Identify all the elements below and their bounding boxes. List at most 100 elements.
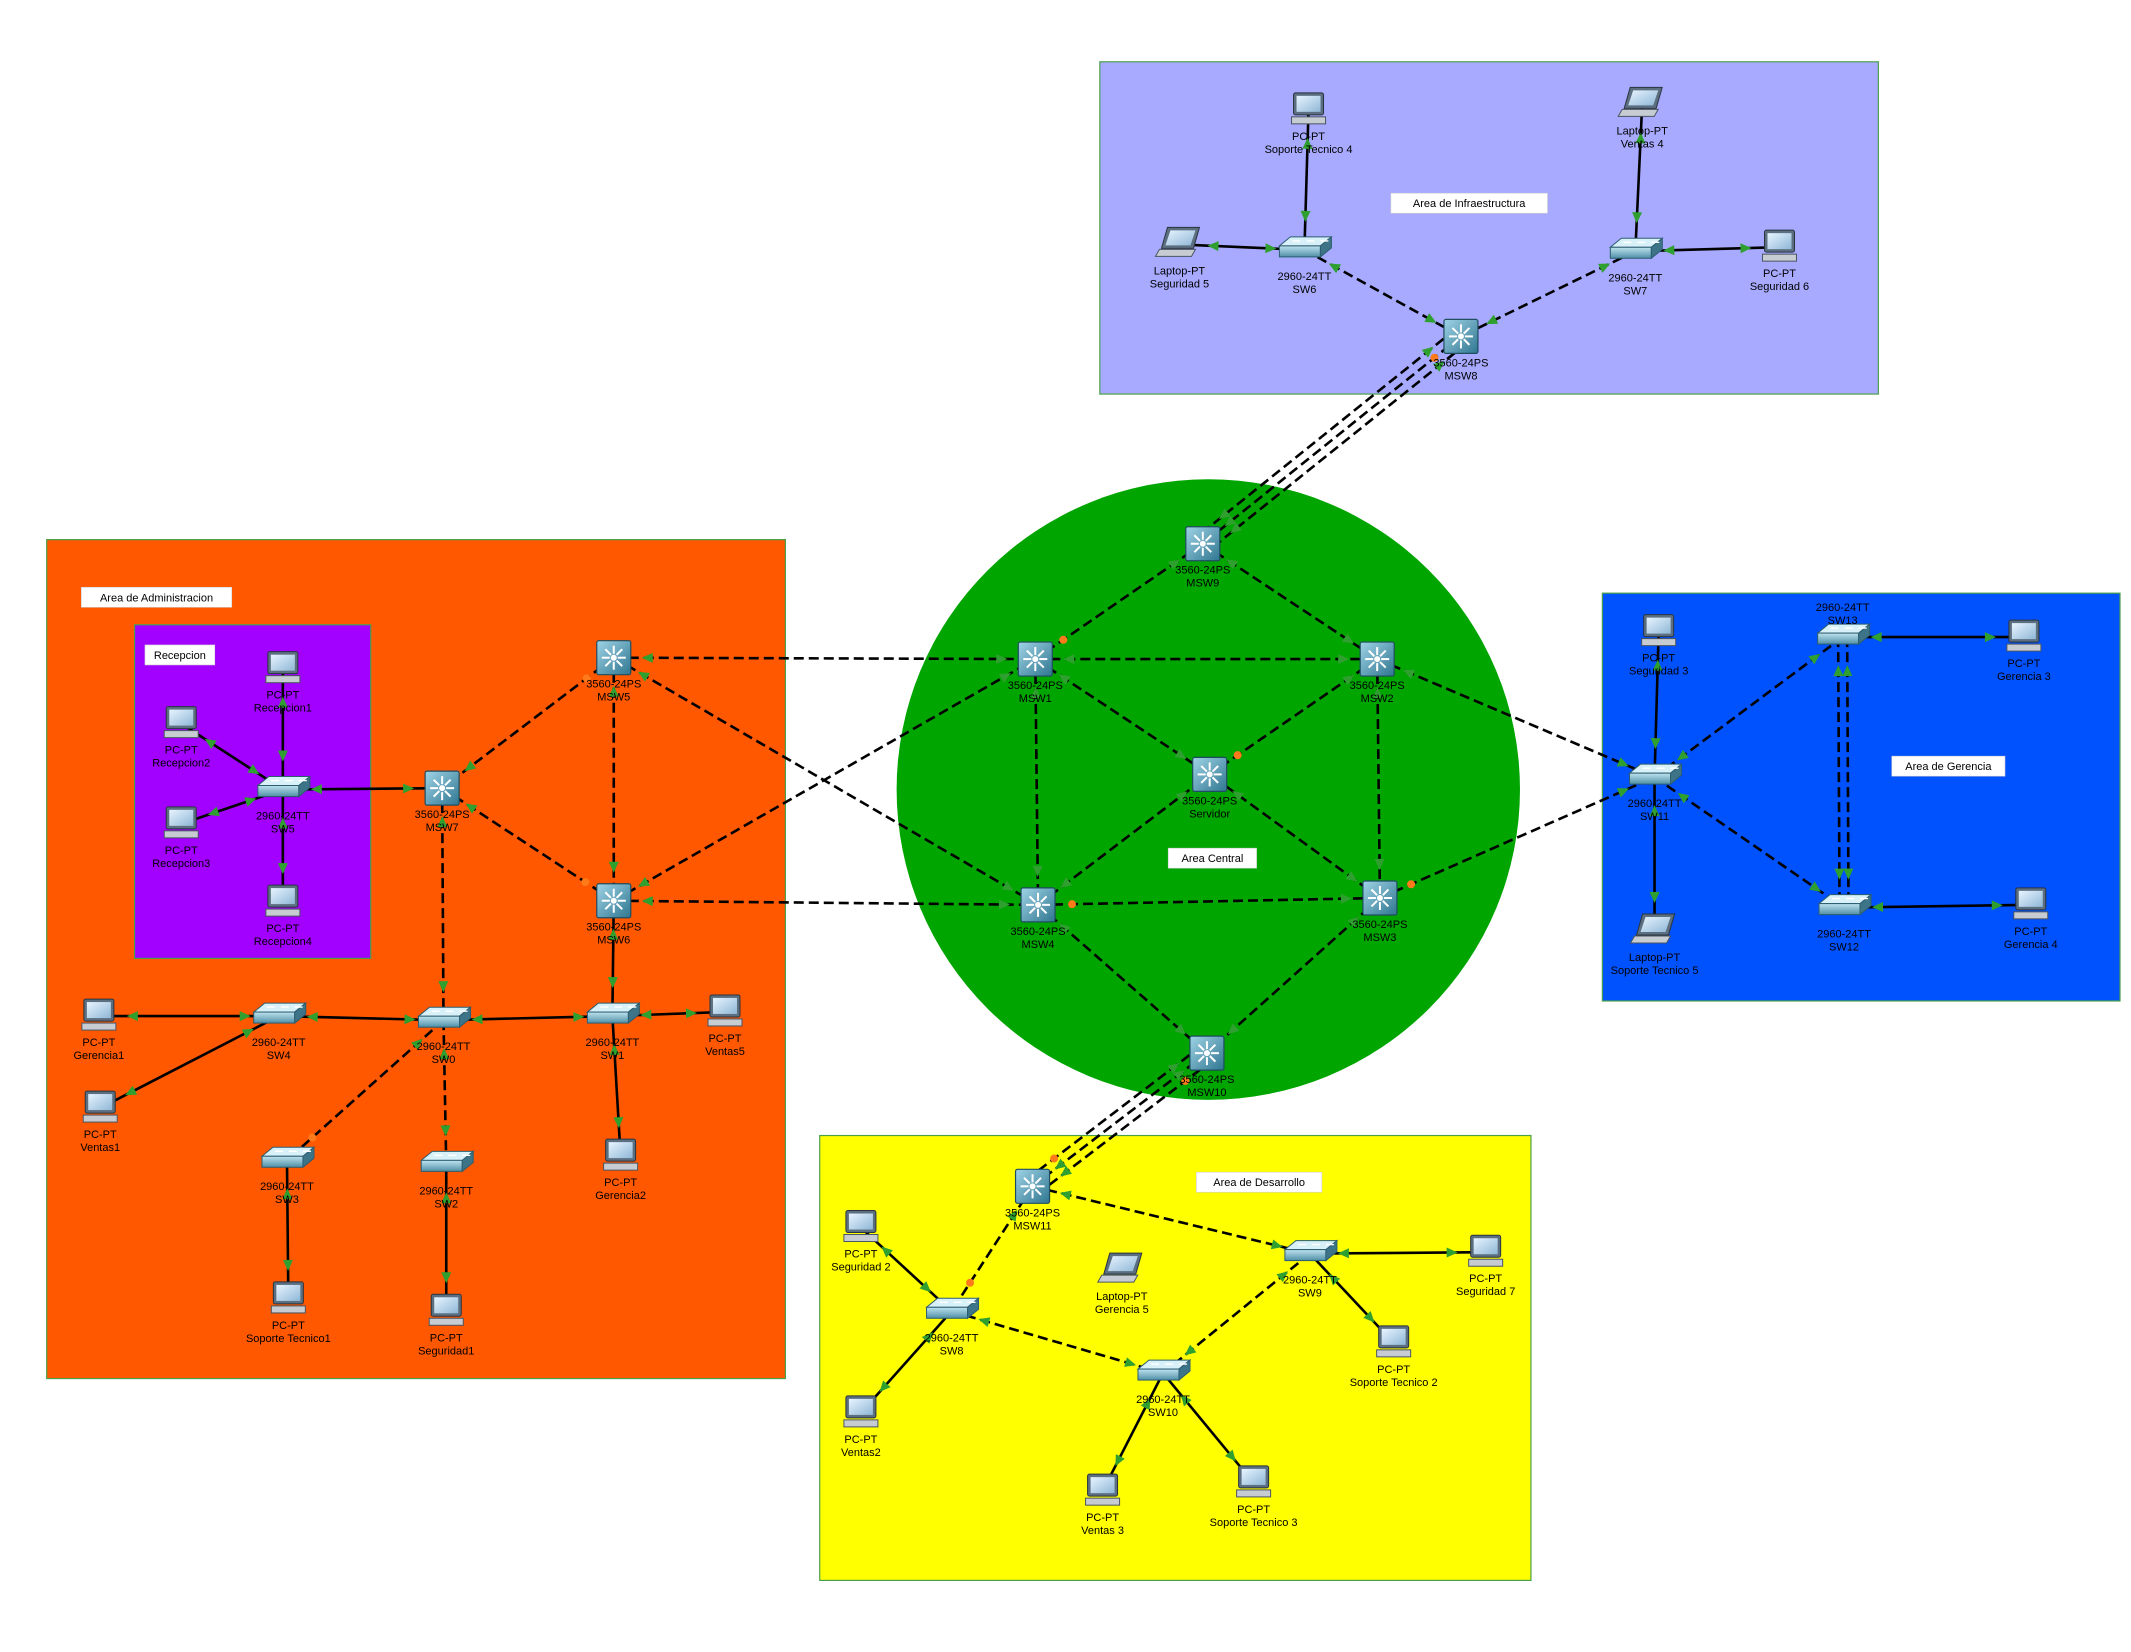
link-sw0-sw1[interactable]	[443, 1012, 613, 1025]
link-msw1-msw4[interactable]	[1030, 659, 1043, 905]
link-msw4-servidor[interactable]	[1037, 773, 1211, 906]
link-msw11-sw8[interactable]	[950, 1185, 1034, 1312]
link-msw5-msw7[interactable]	[441, 656, 615, 790]
link-msw2-sw11[interactable]	[1376, 657, 1656, 779]
link-msw10-msw11[interactable]	[1037, 1059, 1214, 1195]
link-pc-st1-sw3[interactable]	[282, 1160, 293, 1299]
area-label-admin[interactable]: Area de Administracion	[81, 586, 233, 608]
link-pc-rec4-sw5[interactable]	[277, 789, 288, 903]
link-sw5-msw7[interactable]	[282, 783, 443, 795]
link-pc-seg1-sw2[interactable]	[441, 1164, 452, 1312]
link-sw7-msw8[interactable]	[1460, 250, 1636, 338]
link-msw10-msw11[interactable]	[1026, 1044, 1203, 1181]
link-msw7-sw0[interactable]	[437, 788, 449, 1021]
link-msw9-msw2[interactable]	[1202, 542, 1378, 661]
link-msw8-msw9[interactable]	[1196, 328, 1457, 538]
link-msw9-msw1[interactable]	[1034, 542, 1204, 661]
link-msw5-msw1[interactable]	[613, 652, 1036, 664]
link-pc-st3-sw10[interactable]	[1161, 1372, 1255, 1484]
link-msw6-msw4[interactable]	[613, 896, 1039, 910]
link-msw4-msw10[interactable]	[1037, 903, 1208, 1055]
area-label-central[interactable]: Area Central	[1167, 847, 1257, 869]
area-label-infra[interactable]: Area de Infraestructura	[1390, 192, 1548, 214]
link-sw11-sw12[interactable]	[1653, 776, 1845, 909]
link-msw3-sw11[interactable]	[1379, 775, 1656, 900]
link-pc-rec1-sw5[interactable]	[277, 668, 288, 790]
link-pc-v2-sw8[interactable]	[859, 1310, 953, 1414]
link-sw11-sw13[interactable]	[1653, 636, 1844, 779]
link-sw8-sw10[interactable]	[951, 1310, 1164, 1375]
link-pc-ger1-sw4[interactable]	[98, 1011, 279, 1022]
link-msw6-msw1[interactable]	[613, 657, 1036, 902]
link-sw0-sw2[interactable]	[439, 1020, 451, 1165]
link-sw0-sw3[interactable]	[286, 1019, 445, 1162]
link-msw1-msw2[interactable]	[1035, 654, 1378, 665]
link-lap-v4-sw7[interactable]	[1632, 104, 1646, 252]
link-msw8-msw9[interactable]	[1201, 335, 1462, 545]
link-sw4-sw0[interactable]	[278, 1012, 444, 1025]
link-msw2-msw3[interactable]	[1372, 659, 1385, 899]
link-msw5-msw6[interactable]	[608, 657, 619, 901]
link-msw7-msw6[interactable]	[441, 787, 615, 902]
link-msw3-servidor[interactable]	[1208, 773, 1381, 900]
area-gerencia-box[interactable]	[1601, 592, 2121, 1002]
link-sw13-sw12[interactable]	[1842, 637, 1854, 908]
link-lap-st5-sw11[interactable]	[1649, 777, 1660, 931]
link-pc-v3-sw10[interactable]	[1101, 1372, 1165, 1492]
area-label-gerencia[interactable]: Area de Gerencia	[1891, 755, 2006, 777]
area-label-recepcion[interactable]: Recepcion	[144, 644, 216, 666]
link-msw6-sw1[interactable]	[607, 900, 619, 1017]
link-msw8-msw9[interactable]	[1207, 342, 1468, 552]
link-msw11-sw9[interactable]	[1032, 1185, 1311, 1255]
area-recepcion-box[interactable]	[133, 624, 372, 960]
